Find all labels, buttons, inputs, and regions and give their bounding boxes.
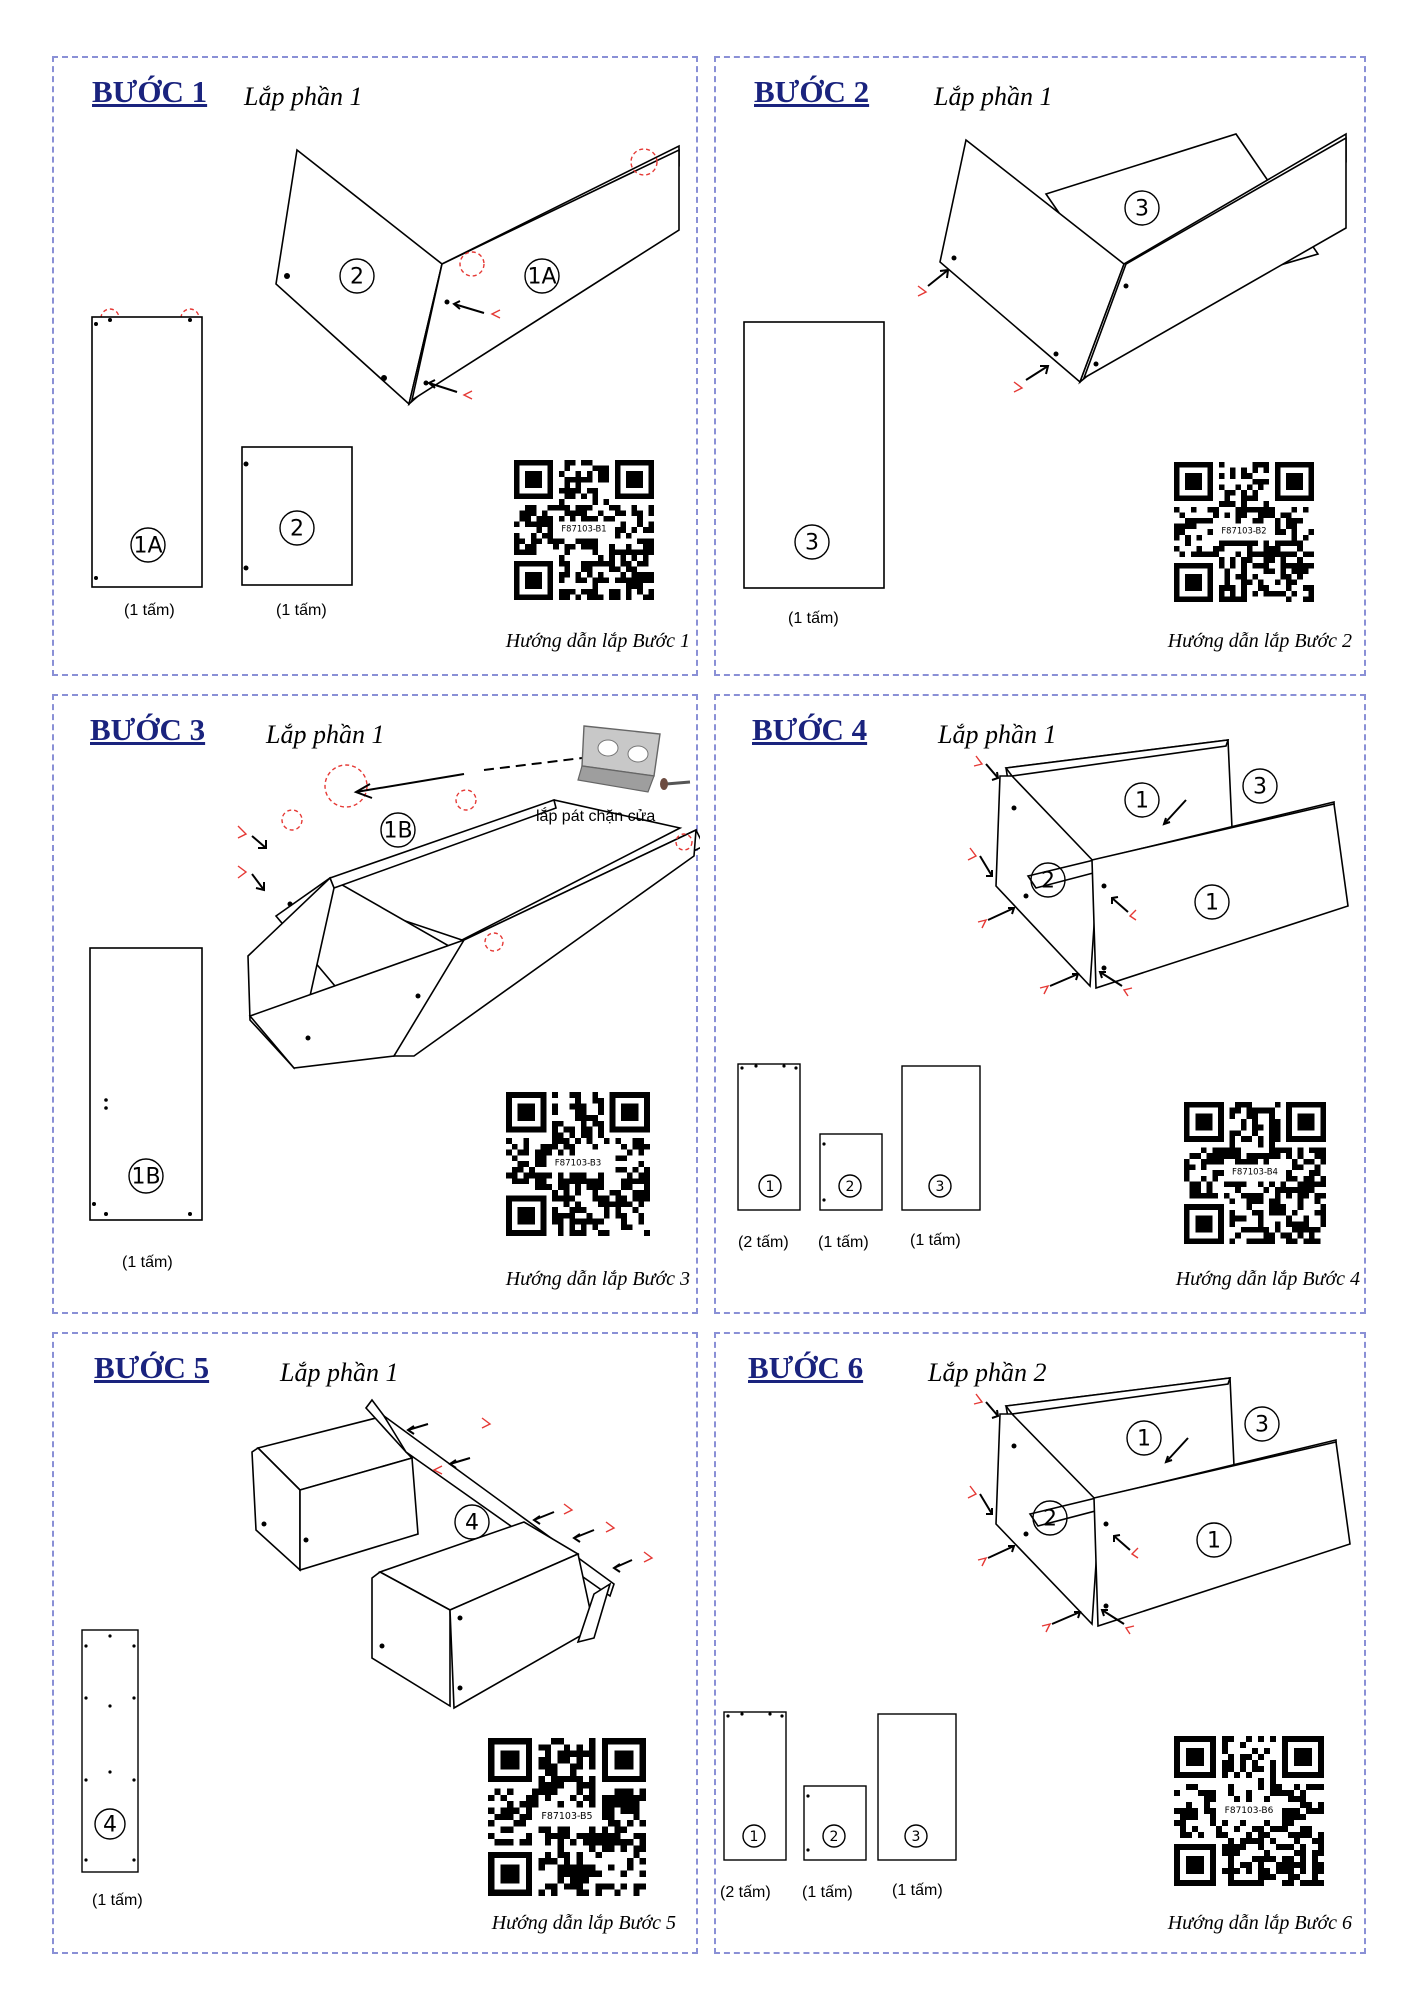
piece-label: 3	[805, 531, 819, 556]
step-3-panel: BƯỚC 3 Lắp phần 1	[52, 694, 700, 1314]
step-title: BƯỚC 6	[748, 1350, 864, 1385]
step-4-diagram: 1 3 2 1 1 2 3	[737, 739, 1349, 1211]
qr-code-label: F87103-B5	[541, 1811, 592, 1822]
assembly-label: 1B	[383, 819, 412, 844]
step-title: BƯỚC 5	[94, 1350, 210, 1385]
assembly-label: 3	[1253, 775, 1267, 800]
piece-qty: (2 tấm)	[720, 1884, 771, 1901]
part-subtitle: Lắp phần 1	[266, 720, 385, 749]
assembly-label: 2	[1041, 869, 1055, 894]
step-1-panel: BƯỚC 1 Lắp phần 1	[52, 56, 698, 676]
piece-qty: (1 tấm)	[910, 1232, 961, 1249]
qr-code: F87103-B6	[1174, 1736, 1324, 1886]
assembly-label: 1	[1207, 1529, 1221, 1554]
qr-code: F87103-B3	[506, 1092, 650, 1236]
step-2-diagram: 3 3	[743, 132, 1347, 589]
piece-label: 1A	[133, 534, 162, 559]
piece-qty: (1 tấm)	[892, 1882, 943, 1899]
part-subtitle: Lắp phần 1	[280, 1358, 399, 1387]
part-subtitle: Lắp phần 1	[244, 82, 363, 111]
qr-code-label: F87103-B3	[555, 1159, 602, 1169]
step-5-panel: BƯỚC 5 Lắp phần 1	[52, 1332, 698, 1954]
step-2-panel: BƯỚC 2 Lắp phần 1 3 3 (1 tấm) F87103-B2 …	[714, 56, 1366, 676]
piece-label: 1B	[131, 1165, 160, 1190]
piece-label: 3	[912, 1829, 921, 1845]
assembly-label: 3	[1255, 1413, 1269, 1438]
piece-label: 2	[290, 517, 304, 542]
piece-label: 3	[936, 1179, 945, 1195]
assembly-label: 1	[1135, 789, 1149, 814]
step-1-diagram: 2 1A 1A 2	[91, 144, 680, 588]
step-6-panel: BƯỚC 6 Lắp phần 2	[714, 1332, 1366, 1954]
piece-qty: (2 tấm)	[738, 1234, 789, 1251]
piece-qty: (1 tấm)	[124, 602, 175, 619]
qr-code: F87103-B5	[488, 1738, 646, 1896]
piece-qty: (1 tấm)	[802, 1884, 853, 1901]
part-subtitle: Lắp phần 1	[938, 720, 1057, 749]
assembly-label: 1A	[527, 265, 556, 290]
step-6-diagram: 1 3 2 1 1 2 3	[723, 1377, 1351, 1861]
piece-qty: (1 tấm)	[788, 610, 839, 627]
piece-qty: (1 tấm)	[276, 602, 327, 619]
qr-code-label: F87103-B6	[1225, 1806, 1274, 1816]
qr-code-label: F87103-B4	[1232, 1168, 1278, 1178]
piece-qty: (1 tấm)	[818, 1234, 869, 1251]
assembly-label: 2	[350, 265, 364, 290]
assembly-label: 1	[1137, 1427, 1151, 1452]
step-title: BƯỚC 1	[92, 74, 208, 109]
part-subtitle: Lắp phần 1	[934, 82, 1053, 111]
step-title: BƯỚC 3	[90, 712, 206, 747]
step-4-panel: BƯỚC 4 Lắp phần 1	[714, 694, 1366, 1314]
guide-caption: Hướng dẫn lắp Bước 1	[505, 630, 690, 652]
assembly-label: 3	[1135, 197, 1149, 222]
guide-caption: Hướng dẫn lắp Bước 6	[1167, 1912, 1352, 1934]
qr-code-label: F87103-B2	[1221, 526, 1266, 536]
qr-code: F87103-B1	[514, 460, 654, 600]
part-subtitle: Lắp phần 2	[928, 1358, 1047, 1387]
piece-label: 1	[766, 1179, 775, 1195]
guide-caption: Hướng dẫn lắp Bước 2	[1167, 630, 1352, 652]
piece-label: 4	[103, 1813, 117, 1838]
piece-qty: (1 tấm)	[122, 1254, 173, 1271]
piece-qty: (1 tấm)	[92, 1892, 143, 1909]
guide-caption: Hướng dẫn lắp Bước 5	[491, 1912, 676, 1934]
step-5-diagram: 4 4	[81, 1398, 654, 1873]
assembly-label: 1	[1205, 891, 1219, 916]
piece-label: 2	[846, 1179, 855, 1195]
bracket-note: lắp pát chặn cửa	[536, 808, 656, 825]
step-title: BƯỚC 4	[752, 712, 868, 747]
step-title: BƯỚC 2	[754, 74, 870, 109]
assembly-label: 4	[465, 1511, 479, 1536]
step-3-diagram: 1B 1B	[89, 725, 700, 1221]
assembly-label: 2	[1043, 1507, 1057, 1532]
piece-label: 2	[830, 1829, 839, 1845]
piece-label: 1	[750, 1829, 759, 1845]
guide-caption: Hướng dẫn lắp Bước 4	[1175, 1268, 1360, 1290]
guide-caption: Hướng dẫn lắp Bước 3	[505, 1268, 690, 1290]
qr-code: F87103-B4	[1184, 1102, 1326, 1244]
qr-code-label: F87103-B1	[561, 524, 606, 534]
qr-code: F87103-B2	[1174, 462, 1314, 602]
